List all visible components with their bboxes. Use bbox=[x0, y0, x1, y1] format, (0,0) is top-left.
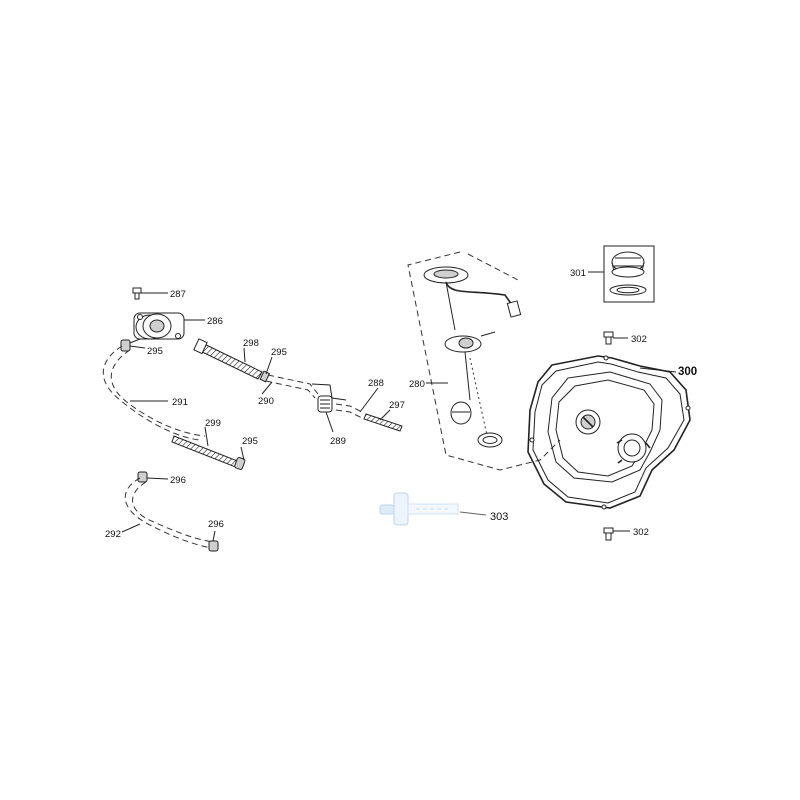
label-288: 288 bbox=[368, 378, 384, 389]
label-295a: 295 bbox=[147, 346, 163, 357]
fuel-cap-301 bbox=[588, 245, 655, 303]
hose-297 bbox=[363, 409, 403, 432]
label-303: 303 bbox=[490, 511, 508, 523]
label-296b: 296 bbox=[208, 519, 224, 530]
clamp-296a bbox=[137, 471, 169, 483]
fuel-filter-289 bbox=[311, 383, 347, 433]
label-300: 300 bbox=[678, 366, 697, 378]
hose-291 bbox=[102, 345, 206, 441]
label-295b: 295 bbox=[271, 347, 287, 358]
label-297: 297 bbox=[389, 400, 405, 411]
label-289: 289 bbox=[330, 436, 346, 447]
screw-287 bbox=[132, 287, 168, 300]
hose-298 bbox=[193, 338, 263, 380]
hose-299 bbox=[171, 426, 246, 470]
label-290: 290 bbox=[258, 396, 274, 407]
screw-302a bbox=[603, 331, 628, 345]
label-296a: 296 bbox=[170, 475, 186, 486]
label-301: 301 bbox=[570, 268, 586, 279]
fuel-sender-280 bbox=[407, 251, 561, 471]
hose-292 bbox=[121, 477, 215, 549]
label-302a: 302 bbox=[631, 334, 647, 345]
label-287: 287 bbox=[170, 289, 186, 300]
label-299: 299 bbox=[205, 418, 221, 429]
sensor-303 bbox=[379, 492, 487, 526]
hose-288 bbox=[335, 387, 379, 419]
clamp-296b bbox=[208, 530, 219, 552]
label-280: 280 bbox=[409, 379, 425, 390]
clamp-295a bbox=[120, 339, 146, 352]
label-302b: 302 bbox=[633, 527, 649, 538]
label-291: 291 bbox=[172, 397, 188, 408]
fuel-tank-300 bbox=[527, 355, 691, 510]
hose-290 bbox=[261, 374, 319, 399]
label-286: 286 bbox=[207, 316, 223, 327]
fuel-valve-286 bbox=[129, 312, 205, 344]
clamp-295b bbox=[259, 356, 273, 383]
label-295c: 295 bbox=[242, 436, 258, 447]
screw-302b bbox=[603, 527, 630, 541]
label-292: 292 bbox=[105, 529, 121, 540]
label-298: 298 bbox=[243, 338, 259, 349]
